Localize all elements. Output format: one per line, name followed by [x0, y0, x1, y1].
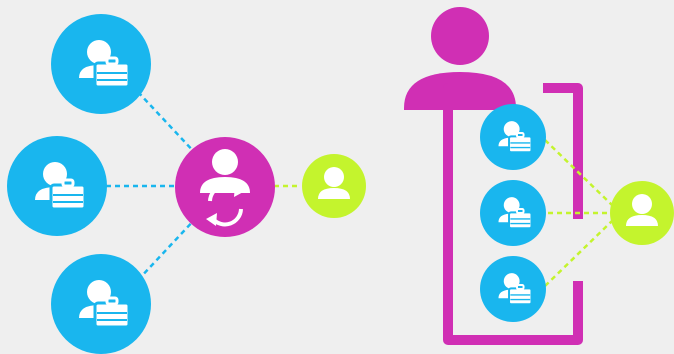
professional-node-3	[51, 254, 151, 354]
team-member-2	[480, 180, 546, 246]
person-with-sync-arrows-icon	[200, 149, 250, 227]
right-connector-lines	[544, 139, 613, 287]
connector-top	[137, 91, 198, 156]
client-node-left	[302, 154, 366, 218]
team-member-3	[480, 256, 546, 322]
team-connector-bottom	[544, 220, 613, 287]
left-connector-lines	[106, 91, 301, 281]
team-connector-top	[544, 139, 613, 206]
professional-node-1	[51, 14, 151, 114]
professional-node-2	[7, 136, 107, 236]
broker-node	[175, 137, 275, 237]
manager-figure	[404, 7, 516, 110]
connector-bottom	[137, 216, 198, 281]
person-icon	[431, 7, 489, 65]
team-member-1	[480, 104, 546, 170]
client-node-right	[610, 181, 674, 245]
